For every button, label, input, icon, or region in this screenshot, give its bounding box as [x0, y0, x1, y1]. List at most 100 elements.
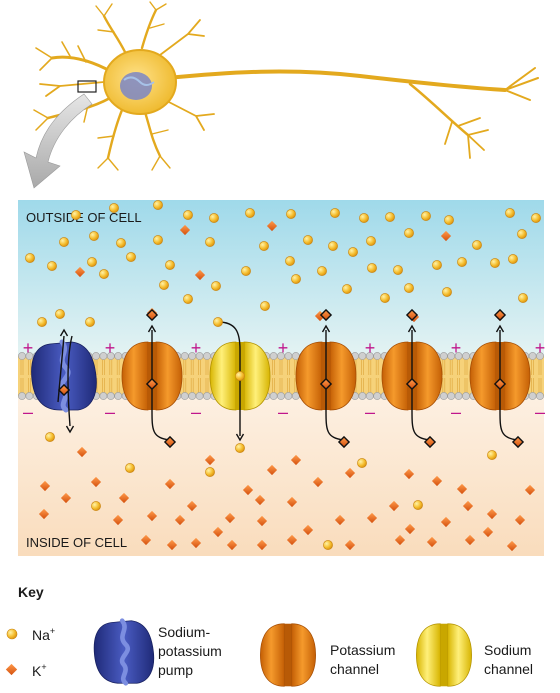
channel-left-half — [295, 341, 323, 411]
channel-left-half — [416, 623, 441, 687]
sodium-ion — [109, 203, 119, 213]
sodium-ion — [89, 231, 99, 241]
lipid-head — [462, 392, 470, 400]
potassium-ion — [456, 483, 468, 495]
sodium-ion — [531, 213, 541, 223]
sodium-ion — [487, 450, 497, 460]
sodium-ion — [45, 432, 55, 442]
channel-pore — [440, 623, 448, 687]
lipid-head — [203, 392, 211, 400]
key-title: Key — [18, 584, 44, 600]
minus-charge: – — [105, 402, 115, 422]
potassium-ion — [145, 308, 159, 322]
membrane-panel — [18, 200, 544, 556]
lipid-head — [188, 392, 197, 400]
lipid-head — [439, 392, 448, 400]
sodium-ion — [71, 210, 81, 220]
sodium-flow-arrow — [217, 321, 241, 436]
potassium-ion — [405, 308, 419, 322]
arrow-head — [65, 425, 75, 434]
sodium-ion — [367, 263, 377, 273]
pump-channel — [119, 618, 130, 686]
neuron-illustration — [33, 1, 539, 171]
potassium-ion — [204, 454, 216, 466]
sodium-ion — [125, 463, 135, 473]
potassium-ion — [286, 534, 298, 546]
sodium-ion — [183, 294, 193, 304]
lipid-head — [180, 352, 189, 360]
sodium-ion — [235, 371, 245, 381]
sodium-ion — [421, 211, 431, 221]
sodium-ion — [357, 458, 367, 468]
zoom-region-box — [77, 80, 97, 93]
sodium-ion — [165, 260, 175, 270]
arrow-head — [59, 328, 69, 337]
sodium-ion — [37, 317, 47, 327]
key-sodium-label-1: Sodium — [484, 642, 531, 658]
arrow-head — [407, 324, 417, 333]
sodium-channel — [416, 623, 472, 687]
lipid-head — [373, 392, 382, 400]
sodium-ion — [359, 213, 369, 223]
potassium-ion — [514, 514, 526, 526]
lipid-bilayer — [18, 356, 544, 396]
potassium-ion — [462, 500, 474, 512]
channel-right-half — [415, 341, 443, 411]
sodium-ion — [59, 237, 69, 247]
lipid-head — [447, 392, 456, 400]
inside-label: INSIDE OF CELL — [26, 535, 127, 550]
sodium-ion — [285, 256, 295, 266]
channel-left-half — [469, 341, 497, 411]
potassium-ion — [186, 500, 198, 512]
potassium-ion — [493, 308, 507, 322]
potassium-ion — [179, 224, 191, 236]
sodium-ion — [209, 213, 219, 223]
sodium-ion — [342, 284, 352, 294]
lipid-head — [454, 392, 463, 400]
potassium-ion — [388, 500, 400, 512]
potassium-ion — [334, 514, 346, 526]
sodium-ion — [25, 253, 35, 263]
lipid-heads-inner — [18, 392, 544, 400]
lipid-head — [284, 392, 293, 400]
key-sodium-ion: Na+ — [6, 626, 55, 643]
lipid-head — [277, 392, 285, 400]
potassium-ion — [145, 377, 159, 391]
potassium-ion — [344, 539, 356, 551]
plus-charge: + — [105, 338, 116, 358]
lipid-head — [180, 392, 189, 400]
potassium-ion — [163, 435, 177, 449]
potassium-ion — [482, 526, 494, 538]
lipid-head — [114, 352, 123, 360]
sodium-ion — [348, 247, 358, 257]
potassium-ion — [403, 468, 415, 480]
potassium-ion — [524, 484, 536, 496]
sodium-ion — [153, 235, 163, 245]
lipid-head — [106, 392, 115, 400]
potassium-ion — [290, 454, 302, 466]
channel-left-half — [381, 341, 409, 411]
minus-charge: – — [451, 402, 461, 422]
potassium-flow-arrow — [325, 330, 345, 441]
sodium-ion — [159, 280, 169, 290]
lipid-head — [536, 392, 544, 400]
lipid-head — [18, 392, 26, 400]
sodium-ion — [472, 240, 482, 250]
sodium-ion — [380, 293, 390, 303]
lipid-head — [25, 392, 34, 400]
potassium-ion — [319, 377, 333, 391]
sodium-ion-swatch — [6, 628, 18, 640]
pump-body — [31, 341, 97, 411]
arrow-head — [321, 324, 331, 333]
potassium-ion — [256, 539, 268, 551]
potassium-flow-arrow — [499, 330, 519, 441]
arrow-head — [235, 433, 245, 442]
sodium-ion — [213, 317, 223, 327]
potassium-ion — [493, 377, 507, 391]
key-k-charge: + — [41, 662, 46, 672]
potassium-ion — [319, 308, 333, 322]
sodium-ion — [385, 212, 395, 222]
negative-charges: ––––––– — [23, 402, 545, 422]
sodium-ion — [505, 208, 515, 218]
